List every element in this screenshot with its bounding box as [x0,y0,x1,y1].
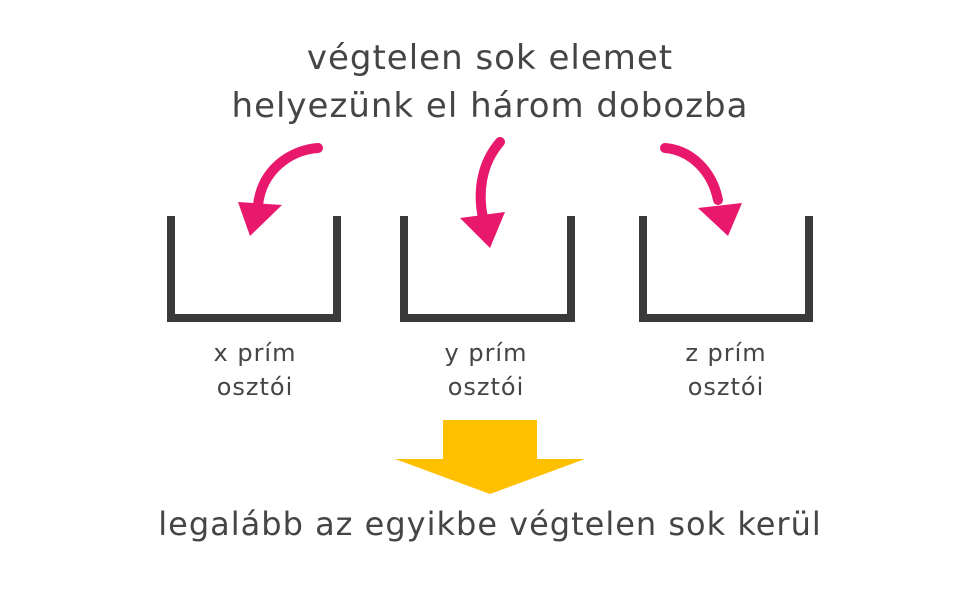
title-line-2: helyezünk el három dobozba [231,86,749,126]
box-x [167,216,341,322]
box-label-x-line1: x prím [213,339,297,367]
box-label-z: z prím osztói [626,336,826,404]
down-arrow [395,420,585,494]
title-line-1: végtelen sok elemet [306,38,674,78]
box-label-z-line2: osztói [687,373,765,401]
box-label-y-line1: y prím [444,339,528,367]
box-label-x-line2: osztói [216,373,294,401]
conclusion-text: legalább az egyikbe végtelen sok kerül [158,505,822,543]
box-label-y-line2: osztói [447,373,525,401]
box-label-z-line1: z prím [685,339,767,367]
box-label-y: y prím osztói [386,336,586,404]
box-z [639,216,813,322]
curved-arrow-right [660,143,742,236]
curved-arrow-left [238,143,323,236]
curved-arrow-middle [460,137,505,248]
box-y [400,216,575,322]
box-label-x: x prím osztói [155,336,355,404]
